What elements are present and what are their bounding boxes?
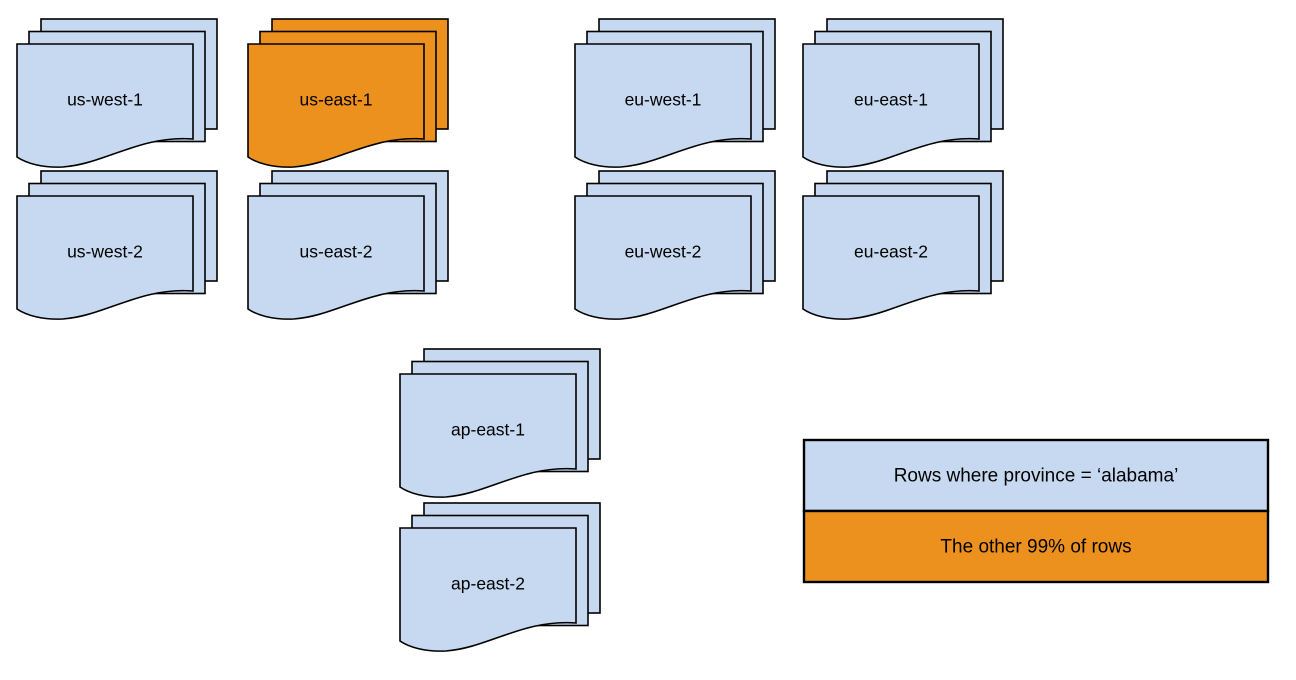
document-stack-us-west-2[interactable]: us-west-2 (16, 170, 218, 320)
document-stack-us-east-2[interactable]: us-east-2 (247, 170, 449, 320)
legend-row-orange-label: The other 99% of rows (940, 537, 1131, 558)
document-stack-eu-east-1[interactable]: eu-east-1 (802, 18, 1004, 168)
legend-row-blue: Rows where province = ‘alabama’ (802, 438, 1270, 513)
legend-row-orange-swatch (802, 509, 1270, 584)
document-sheet-front (247, 43, 425, 168)
document-stack-us-east-1[interactable]: us-east-1 (247, 18, 449, 168)
document-sheet-front (802, 43, 980, 168)
document-sheet-front (802, 195, 980, 320)
document-stack-label-us-west-2: us-west-2 (67, 242, 143, 262)
document-stacks-group: us-west-1 us-east-1 eu-west-1 eu-east-1 us-w… (16, 18, 1004, 652)
document-sheet-front (399, 373, 577, 498)
document-sheet-front (247, 195, 425, 320)
document-stack-label-eu-west-2: eu-west-2 (625, 242, 702, 262)
legend-row-orange: The other 99% of rows (802, 509, 1270, 584)
document-stack-label-ap-east-2: ap-east-2 (451, 574, 525, 594)
document-stack-ap-east-2[interactable]: ap-east-2 (399, 502, 601, 652)
document-sheet-front (574, 43, 752, 168)
document-stack-label-us-east-2: us-east-2 (300, 242, 373, 262)
document-stack-us-west-1[interactable]: us-west-1 (16, 18, 218, 168)
document-stack-eu-west-2[interactable]: eu-west-2 (574, 170, 776, 320)
legend-group: Rows where province = ‘alabama’ The other… (802, 438, 1270, 584)
document-stack-ap-east-1[interactable]: ap-east-1 (399, 348, 601, 498)
document-sheet-front (399, 527, 577, 652)
document-sheet-front (16, 43, 194, 168)
document-stack-label-us-east-1: us-east-1 (300, 90, 373, 110)
document-stack-label-eu-east-2: eu-east-2 (854, 242, 928, 262)
document-stack-label-eu-east-1: eu-east-1 (854, 90, 928, 110)
document-sheet-front (16, 195, 194, 320)
document-sheet-front (574, 195, 752, 320)
document-stack-label-us-west-1: us-west-1 (67, 90, 143, 110)
document-stack-eu-east-2[interactable]: eu-east-2 (802, 170, 1004, 320)
legend-row-blue-label: Rows where province = ‘alabama’ (894, 466, 1179, 487)
document-stack-label-eu-west-1: eu-west-1 (625, 90, 702, 110)
legend-row-blue-swatch (802, 438, 1270, 513)
document-stack-eu-west-1[interactable]: eu-west-1 (574, 18, 776, 168)
document-stack-label-ap-east-1: ap-east-1 (451, 420, 525, 440)
